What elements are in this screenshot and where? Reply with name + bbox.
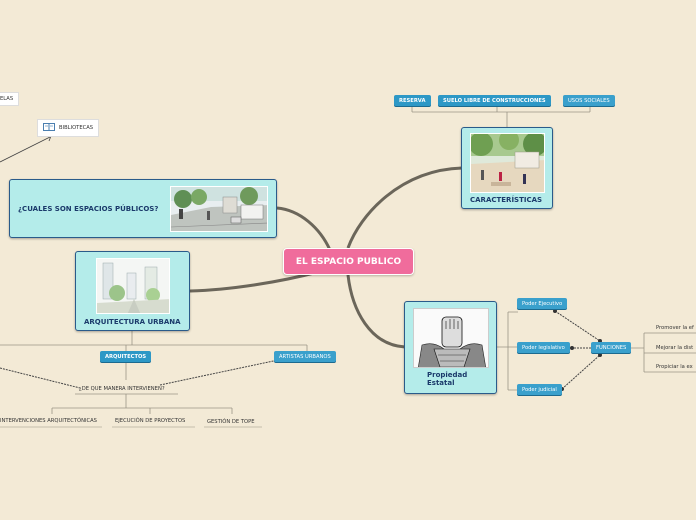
- central-topic[interactable]: EL ESPACIO PUBLICO: [283, 248, 414, 275]
- respuesta-ejecucion-label: EJECUCIÓN DE PROYECTOS: [115, 418, 186, 424]
- caracteristicas-card[interactable]: CARACTERÍSTICAS: [461, 127, 553, 209]
- propiedad-estatal-title-line1: Propiedad: [427, 371, 468, 379]
- funcion-item-3-label: Propiciar la ex: [656, 364, 693, 370]
- central-topic-label: EL ESPACIO PUBLICO: [295, 256, 402, 267]
- book-icon: [43, 123, 55, 133]
- usos-sociales-label: USOS SOCIALES: [568, 97, 610, 104]
- artistas-urbanos-label: ARTISTAS URBANOS: [279, 353, 331, 360]
- bibliotecas-label: BIBLIOTECAS: [59, 125, 94, 131]
- funcion-item-2-label: Mejorar la dist: [656, 345, 694, 351]
- poder-legislativo-node[interactable]: Poder legislativo: [517, 342, 570, 353]
- respuesta-gestion-label: GESTIÓN DE TOPE: [207, 419, 255, 425]
- reserva-label: RESERVA: [399, 97, 426, 104]
- poder-judicial-label: Poder judicial: [522, 386, 557, 393]
- arquitectos-node[interactable]: ARQUITECTOS: [100, 351, 152, 362]
- artistas-urbanos-node[interactable]: ARTISTAS URBANOS: [274, 351, 336, 362]
- street-scene-image: [170, 186, 268, 232]
- propiedad-estatal-title-line2: Estatal: [427, 379, 455, 387]
- respuesta-intervenciones-label: INTERVENCIONES ARQUITECTÓNICAS: [0, 418, 97, 424]
- arquitectura-urbana-card[interactable]: ARQUITECTURA URBANA: [75, 251, 190, 331]
- intervienen-question[interactable]: ¿DE QUE MANERA INTERVIENEN?: [79, 386, 165, 392]
- poder-judicial-node[interactable]: Poder judicial: [517, 384, 562, 395]
- urban-architecture-image: [96, 258, 170, 314]
- suelo-libre-label: SUELO LIBRE DE CONSTRUCCIONES: [443, 97, 546, 104]
- funciones-node[interactable]: FUNCIONES: [591, 342, 632, 353]
- espacios-publicos-title: ¿CUALES SON ESPACIOS PÚBLICOS?: [18, 205, 159, 213]
- escuelas-tag[interactable]: ELAS: [0, 92, 20, 106]
- poder-legislativo-label: Poder legislativo: [522, 344, 565, 351]
- fist-illustration-image: [413, 308, 489, 368]
- arquitectura-urbana-title: ARQUITECTURA URBANA: [84, 318, 181, 326]
- funcion-item-1[interactable]: Promover la ef: [656, 325, 694, 331]
- intervienen-question-label: ¿DE QUE MANERA INTERVIENEN?: [79, 386, 165, 392]
- funciones-label: FUNCIONES: [596, 344, 627, 351]
- poder-ejecutivo-label: Poder Ejecutivo: [522, 300, 563, 307]
- propiedad-estatal-card[interactable]: Propiedad Estatal: [404, 301, 497, 394]
- suelo-libre-node[interactable]: SUELO LIBRE DE CONSTRUCCIONES: [438, 95, 551, 106]
- funcion-item-1-label: Promover la ef: [656, 325, 694, 331]
- escuelas-label: ELAS: [0, 96, 14, 102]
- usos-sociales-node[interactable]: USOS SOCIALES: [563, 95, 615, 106]
- poder-ejecutivo-node[interactable]: Poder Ejecutivo: [517, 298, 568, 309]
- respuesta-gestion[interactable]: GESTIÓN DE TOPE: [207, 419, 254, 425]
- respuesta-intervenciones[interactable]: INTERVENCIONES ARQUITECTÓNICAS: [0, 418, 97, 424]
- caracteristicas-title: CARACTERÍSTICAS: [470, 196, 543, 204]
- reserva-node[interactable]: RESERVA: [394, 95, 431, 106]
- funcion-item-2[interactable]: Mejorar la dist: [656, 345, 693, 351]
- respuesta-ejecucion[interactable]: EJECUCIÓN DE PROYECTOS: [115, 418, 185, 424]
- espacios-publicos-card[interactable]: ¿CUALES SON ESPACIOS PÚBLICOS?: [9, 179, 277, 238]
- arquitectos-label: ARQUITECTOS: [105, 353, 147, 360]
- bibliotecas-tag[interactable]: BIBLIOTECAS: [37, 119, 100, 137]
- plaza-image: [470, 133, 545, 193]
- funcion-item-3[interactable]: Propiciar la ex: [656, 364, 693, 370]
